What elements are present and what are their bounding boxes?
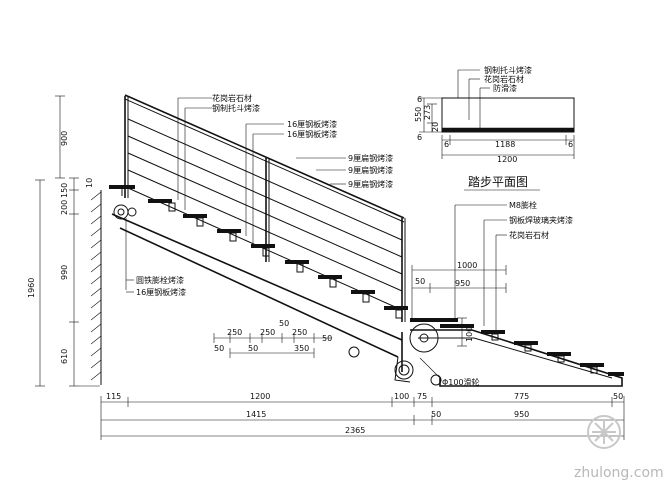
label-granite-right: 花岗岩石材 bbox=[509, 230, 549, 240]
dim-v10: 10 bbox=[85, 178, 94, 188]
dim-b115: 115 bbox=[106, 392, 121, 401]
railing bbox=[124, 94, 406, 322]
dim-v200: 200 bbox=[60, 200, 69, 215]
dim-m250c: 250 bbox=[292, 328, 307, 337]
dim-p6c: 6 bbox=[444, 140, 449, 149]
dim-b2365: 2365 bbox=[345, 426, 365, 435]
dim-v1960: 1960 bbox=[27, 278, 36, 298]
dim-m50c: 50 bbox=[322, 334, 332, 343]
tread-plan-detail bbox=[419, 69, 575, 159]
watermark-text: zhulong.com bbox=[574, 465, 664, 481]
dim-p273: 273 bbox=[423, 105, 432, 120]
dim-r1000: 1000 bbox=[457, 261, 477, 270]
plan-title: 踏步平面图 bbox=[468, 175, 528, 189]
dim-p1200: 1200 bbox=[497, 155, 517, 164]
landing-and-lower-flight bbox=[409, 318, 624, 387]
label-m8-bolt: M8膨栓 bbox=[509, 200, 537, 210]
dim-v900: 900 bbox=[60, 131, 69, 146]
dim-m50top: 50 bbox=[279, 319, 289, 328]
label-steel-plate-left: 16厘钢板烤漆 bbox=[136, 287, 186, 297]
dim-b50r: 50 bbox=[613, 392, 623, 401]
dim-m50b: 50 bbox=[248, 344, 258, 353]
dim-p1188: 1188 bbox=[495, 140, 515, 149]
dim-p20: 20 bbox=[431, 122, 440, 132]
plan-label-granite: 花岗岩石材 bbox=[484, 74, 524, 84]
stair-stringer bbox=[111, 204, 414, 383]
plan-label-steel-bracket: 钢制托斗烤漆 bbox=[484, 65, 532, 75]
label-steel-plate-2: 16厘钢板烤漆 bbox=[287, 129, 337, 139]
left-vertical-dimensions bbox=[35, 95, 100, 387]
dim-b1200: 1200 bbox=[250, 392, 270, 401]
dim-m250b: 250 bbox=[260, 328, 275, 337]
leader-lines bbox=[125, 97, 507, 379]
label-flat-steel-3: 9厘扁钢烤漆 bbox=[348, 179, 393, 189]
dim-p550: 550 bbox=[414, 107, 423, 122]
dim-b775: 775 bbox=[514, 392, 529, 401]
tread-spacing-dimensions bbox=[213, 333, 332, 358]
dim-m250a: 250 bbox=[227, 328, 242, 337]
label-flat-steel-2: 9厘扁钢烤漆 bbox=[348, 165, 393, 175]
dim-r950: 950 bbox=[455, 279, 470, 288]
bottom-dimensions bbox=[100, 396, 625, 440]
left-treads bbox=[109, 185, 408, 319]
dim-r50: 50 bbox=[415, 277, 425, 286]
dim-p6b: 6 bbox=[417, 133, 422, 142]
dim-b1415: 1415 bbox=[246, 410, 266, 419]
label-steel-bracket-top: 钢制托斗烤漆 bbox=[212, 103, 260, 113]
watermark-logo bbox=[587, 415, 621, 449]
dim-b75: 75 bbox=[417, 392, 427, 401]
label-steel-plate-1: 16厘钢板烤漆 bbox=[287, 119, 337, 129]
label-glass-clamp: 钢板焊玻璃夹烤漆 bbox=[509, 215, 573, 225]
dim-p6a: 6 bbox=[417, 95, 422, 104]
dim-r100: 100 bbox=[465, 327, 474, 342]
dim-m50a: 50 bbox=[214, 344, 224, 353]
label-flat-steel-1: 9厘扁钢烤漆 bbox=[348, 153, 393, 163]
dim-m350: 350 bbox=[294, 344, 309, 353]
dim-v150: 150 bbox=[60, 183, 69, 198]
label-wheel: Φ100滑轮 bbox=[442, 377, 480, 387]
left-wall bbox=[90, 190, 102, 385]
dim-b950: 950 bbox=[514, 410, 529, 419]
label-granite-top: 花岗岩石材 bbox=[212, 93, 252, 103]
dim-p6d: 6 bbox=[568, 140, 573, 149]
dim-b100: 100 bbox=[394, 392, 409, 401]
dim-v990: 990 bbox=[60, 265, 69, 280]
plan-label-antislip: 防滑漆 bbox=[493, 83, 517, 93]
dim-v610: 610 bbox=[60, 349, 69, 364]
dim-b50: 50 bbox=[431, 410, 441, 419]
landing-dimensions bbox=[411, 265, 507, 347]
label-round-bolt: 圆铁膨栓烤漆 bbox=[136, 275, 184, 285]
